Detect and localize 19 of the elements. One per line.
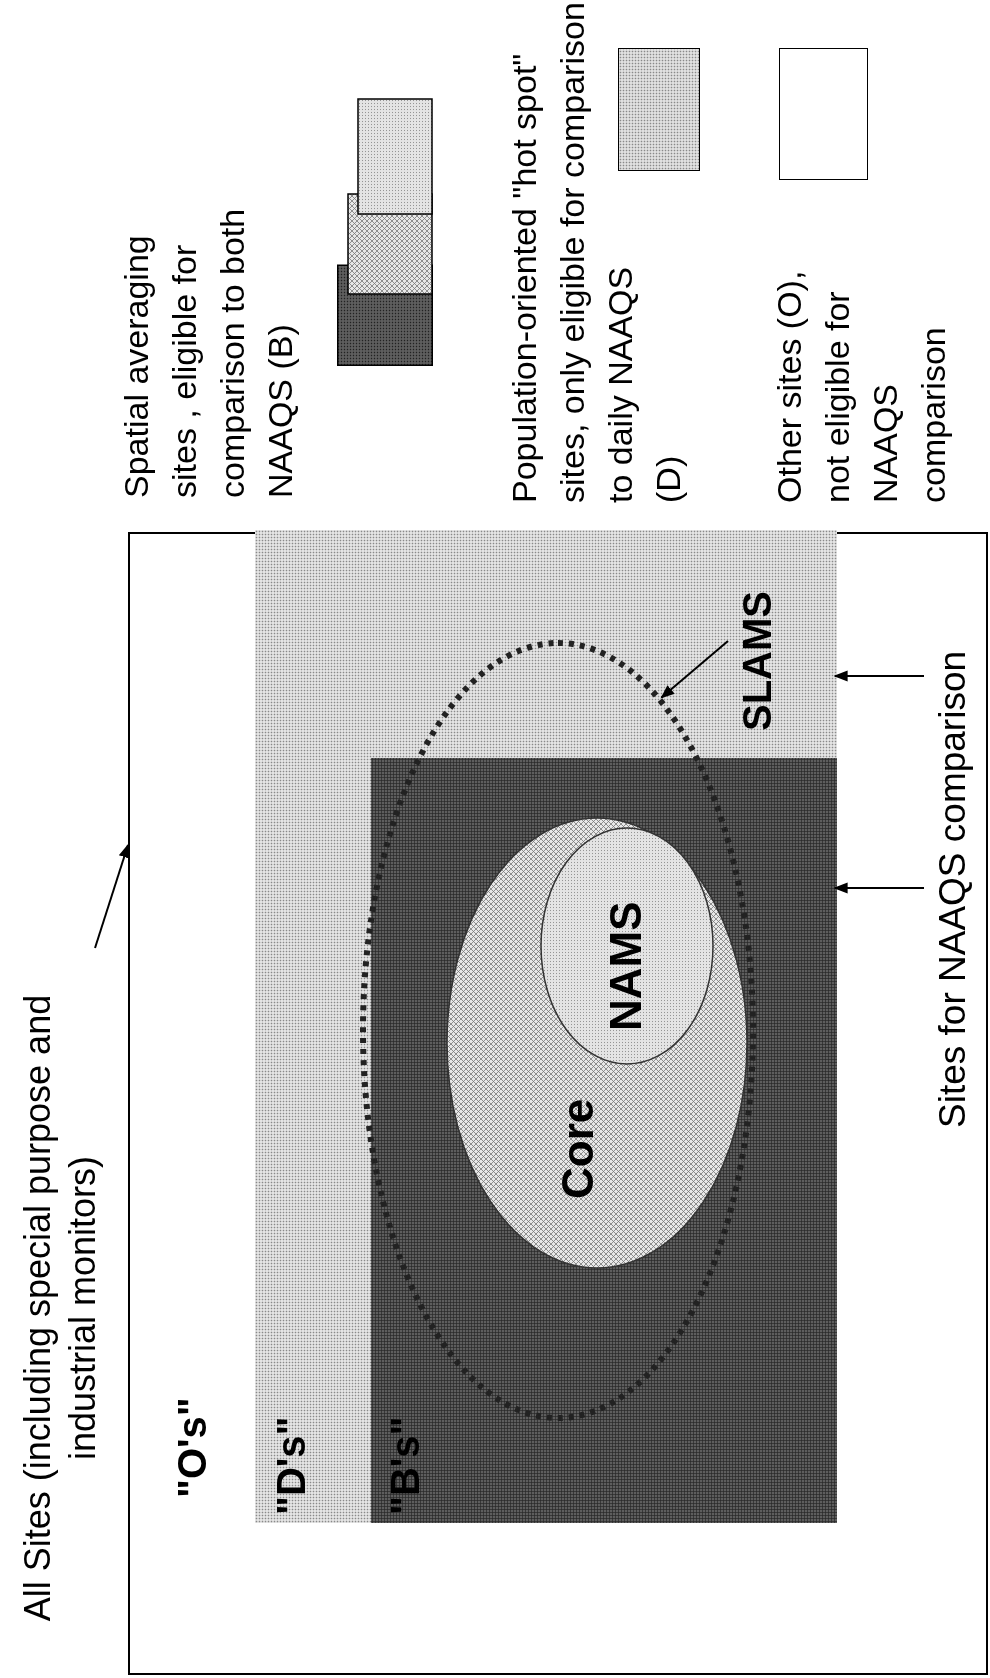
region-label: "B's" [383, 1416, 427, 1515]
arrow [833, 670, 925, 682]
legend-text: Population-oriented "hot spot" sites, only eligible for comparison to daily NAAQS (D) [505, 2, 687, 503]
arrow [660, 640, 729, 699]
region-label: Core [554, 1098, 603, 1199]
legend-text: Spatial averaging sites , eligible for comparison to both NAAQS (B) [117, 208, 299, 498]
arrow [94, 843, 130, 949]
light-stippled-region [255, 530, 837, 1523]
stippled-ellipse [540, 827, 714, 1065]
region-label: SLAMS [732, 571, 780, 731]
caption-text: Sites for NAAQS comparison [930, 528, 982, 1128]
region-label: "O's" [170, 1397, 214, 1498]
crosshatched-ellipse [446, 817, 748, 1269]
region-label: NAMS [602, 901, 651, 1031]
arrow [833, 882, 925, 894]
region-label: "D's" [269, 1416, 313, 1515]
legend-text: Other sites (O), not eligible for NAAQS comparison [770, 270, 952, 503]
caption-text: All Sites (including special purpose and industrial monitors) [15, 938, 120, 1678]
outer-box [128, 532, 988, 1675]
